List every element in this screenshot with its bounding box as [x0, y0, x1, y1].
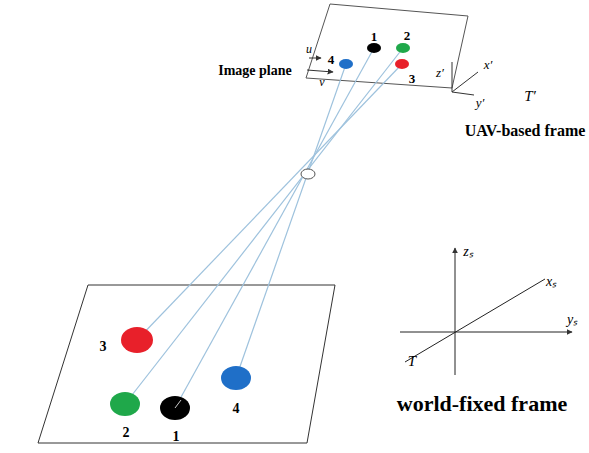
axis-label: x′	[484, 58, 493, 71]
callout-number: 1	[371, 30, 378, 43]
image-dot	[367, 43, 381, 53]
ground-target	[121, 327, 153, 353]
frame-title: UAV-based frame	[465, 123, 586, 139]
world-frame-axes	[400, 248, 572, 375]
callout-number: 3	[100, 340, 107, 354]
uav-frame-axes	[452, 62, 478, 95]
axis-label: zₛ	[463, 245, 472, 259]
projection-rays	[125, 48, 403, 408]
lens	[301, 169, 315, 179]
callout-number: 2	[123, 426, 130, 440]
image-dot	[395, 59, 409, 69]
callout-number: 3	[409, 72, 416, 85]
ground-plane	[38, 285, 335, 443]
callout-number: 4	[233, 402, 240, 416]
ground-target	[160, 396, 190, 420]
plane-label: Image plane	[218, 64, 292, 78]
axis-label: u	[306, 43, 312, 55]
frame-title: world-fixed frame	[397, 393, 567, 415]
axis-label: xₛ	[546, 275, 556, 289]
axis-label: yₛ	[567, 313, 577, 327]
image-plane	[306, 4, 468, 88]
axis-label: y′	[476, 96, 485, 109]
ground-target	[110, 392, 140, 416]
callout-number: 2	[404, 29, 411, 42]
frame-label: T′	[524, 89, 536, 104]
callout-number: 4	[328, 53, 335, 66]
axis-label: z′	[436, 66, 444, 79]
image-dot	[396, 43, 410, 53]
callout-number: 1	[173, 430, 180, 444]
axis-label: v	[319, 76, 324, 88]
image-dot	[339, 59, 353, 69]
ground-target	[221, 366, 251, 390]
frame-label: T	[408, 354, 416, 369]
